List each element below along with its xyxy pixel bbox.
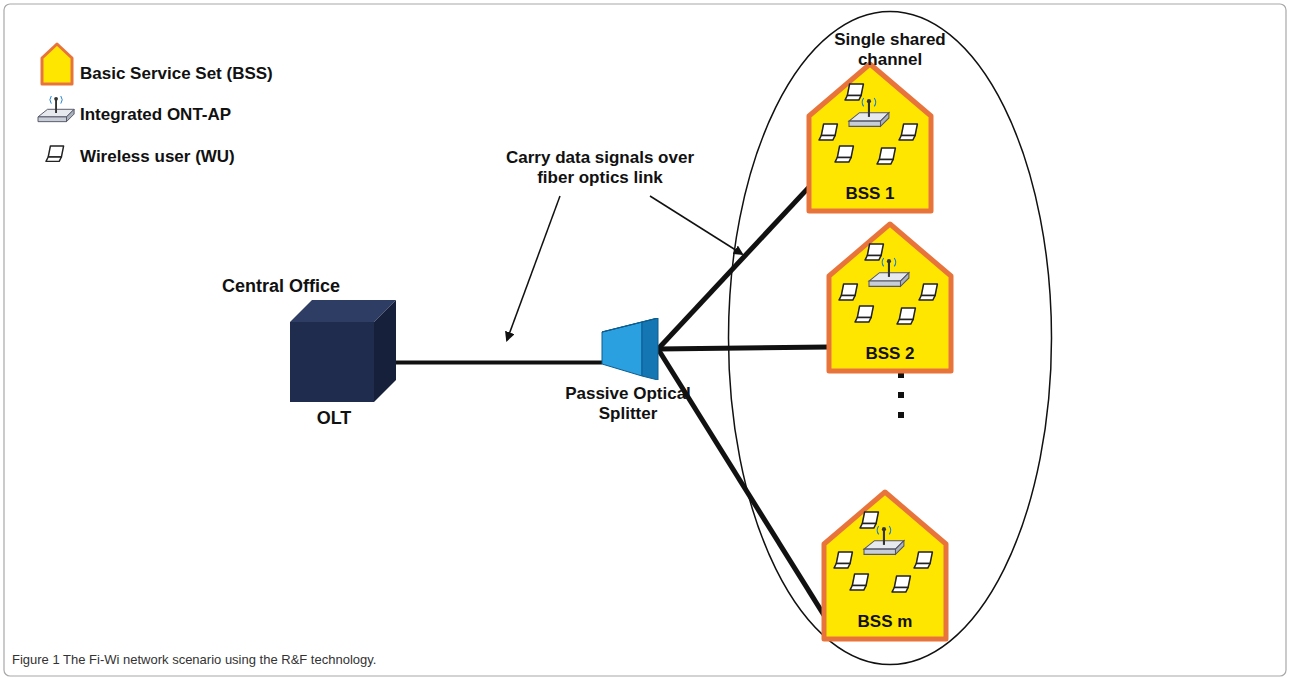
bss-house: BSS 1: [805, 60, 935, 215]
laptop-icon: [865, 244, 883, 260]
node-text: BSS 2: [835, 344, 945, 364]
laptop-icon: [892, 576, 910, 592]
ellipsis-dot: [898, 412, 904, 418]
laptop-icon: [845, 84, 863, 100]
leader-line: [650, 196, 742, 254]
callout-label: Carry data signals over fiber optics lin…: [500, 148, 700, 189]
bss-house: BSS 2: [825, 220, 955, 375]
ont-ap-icon: [864, 526, 904, 554]
laptop-icon: [835, 146, 853, 162]
figure-caption: Figure 1 The Fi-Wi network scenario usin…: [12, 652, 376, 667]
ont-ap-icon: [869, 258, 909, 286]
olt-node: Central OfficeOLT: [218, 276, 403, 434]
laptop-icon: [877, 148, 895, 164]
shared-channel-ellipse: Single shared channelBSS 1 BSS 2 BSS m: [727, 10, 1053, 666]
laptop-icon: [897, 308, 915, 324]
laptop-icon: [850, 574, 868, 590]
ont-ap-icon: [849, 98, 889, 126]
leader-line: [507, 196, 560, 340]
legend-text: Wireless user (WU): [80, 147, 235, 167]
legend-house-icon: [42, 44, 72, 84]
node-text: Central Office: [222, 276, 340, 297]
frame-border: [4, 4, 1286, 676]
node-text: BSS m: [830, 612, 940, 632]
laptop-icon: [819, 124, 837, 140]
fiber-link: [658, 347, 829, 349]
node-text: OLT: [294, 408, 374, 429]
legend-text: Integrated ONT-AP: [80, 105, 231, 125]
laptop-icon: [914, 552, 932, 568]
ont-ap-icon: [38, 96, 74, 122]
olt-cube: [290, 300, 398, 404]
fiber-link: [376, 360, 602, 364]
legend-text: Basic Service Set (BSS): [80, 64, 273, 84]
laptop-icon: [860, 512, 878, 528]
laptop-icon: [46, 146, 64, 161]
ellipsis-dot: [898, 392, 904, 398]
node-text: Single shared channel: [815, 30, 965, 69]
laptop-icon: [919, 284, 937, 300]
node-text: Passive Optical Splitter: [553, 384, 703, 423]
laptop-icon: [899, 124, 917, 140]
node-text: BSS 1: [815, 184, 925, 204]
laptop-icon: [855, 306, 873, 322]
laptop-icon: [834, 552, 852, 568]
fiber-link: [658, 187, 809, 349]
splitter-block: [598, 318, 662, 380]
bss-house: BSS m: [820, 488, 950, 643]
splitter-node: Passive Optical Splitter: [553, 318, 707, 430]
laptop-icon: [839, 284, 857, 300]
